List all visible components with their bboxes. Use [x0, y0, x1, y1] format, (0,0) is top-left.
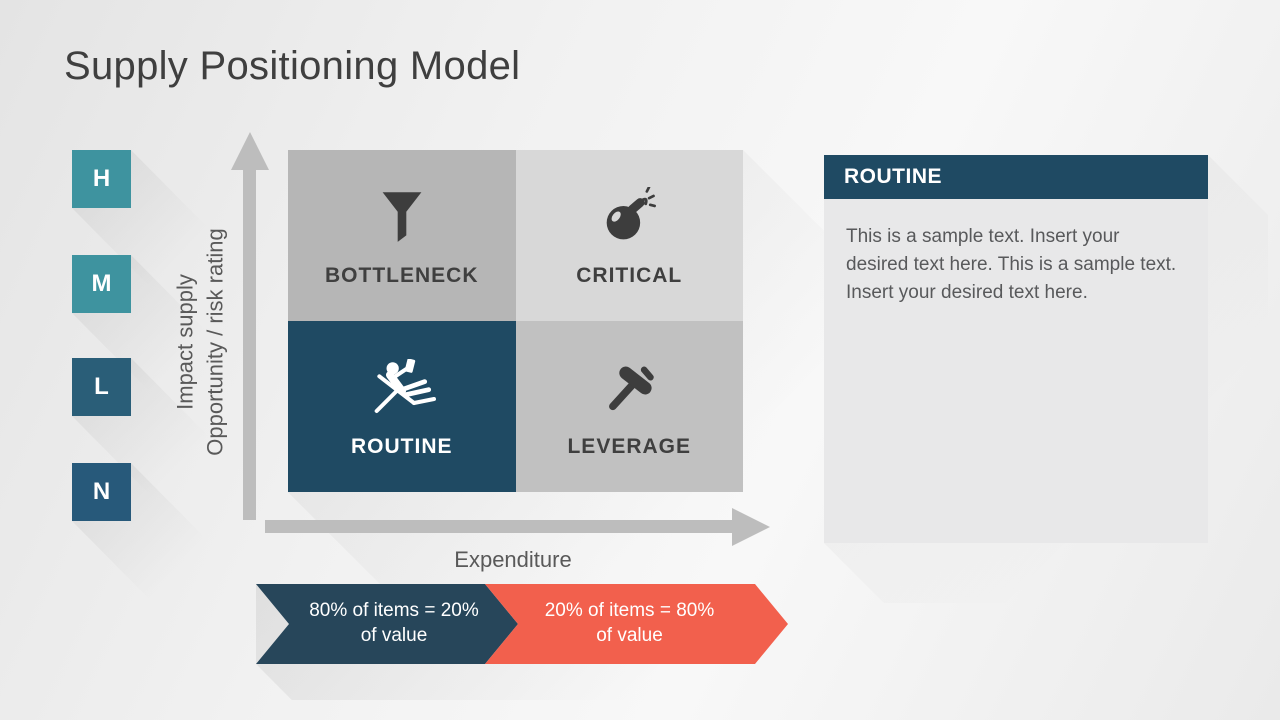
hammer-icon: [601, 351, 657, 423]
recliner-icon: [363, 351, 441, 423]
pareto-segment-80-20: 80% of items = 20% of value: [256, 584, 518, 664]
rating-label: N: [92, 478, 111, 505]
detail-panel-header: ROUTINE: [824, 155, 1208, 199]
pareto-segment-text: 80% of items = 20% of value: [309, 600, 479, 646]
pareto-segment-20-80: 20% of items = 80% of value: [485, 584, 788, 664]
quadrant-routine: ROUTINE: [288, 321, 516, 492]
x-axis-label: Expenditure: [454, 547, 572, 572]
bomb-icon: [600, 180, 658, 252]
quadrant-leverage: LEVERAGE: [515, 321, 743, 492]
rating-badge-high: H: [72, 150, 131, 208]
rating-badge-low: L: [72, 358, 131, 416]
y-axis-arrow: [243, 168, 256, 520]
x-axis-arrow: [265, 520, 732, 533]
x-axis-arrowhead-icon: [732, 508, 770, 546]
quadrant-bottleneck: BOTTLENECK: [288, 150, 516, 321]
funnel-icon: [376, 180, 428, 252]
quadrant-label: LEVERAGE: [567, 435, 692, 458]
quadrant-label: BOTTLENECK: [325, 264, 479, 287]
rating-badge-medium: M: [72, 255, 131, 313]
detail-panel-body: This is a sample text. Insert your desir…: [824, 199, 1208, 543]
quadrant-label: CRITICAL: [576, 264, 683, 287]
pareto-segment-text: 20% of items = 80% of value: [544, 600, 715, 646]
rating-badge-none: N: [72, 463, 131, 521]
quadrant-critical: CRITICAL: [515, 150, 743, 321]
rating-label: M: [91, 270, 112, 297]
rating-label: H: [92, 165, 111, 192]
page-title: Supply Positioning Model: [64, 44, 521, 88]
rating-label: L: [94, 373, 109, 400]
supply-positioning-matrix: BOTTLENECK CRITICAL: [288, 150, 743, 492]
y-axis-arrowhead-icon: [231, 132, 269, 170]
y-axis-label: Impact supply Opportunity / risk rating: [172, 228, 227, 456]
quadrant-label: ROUTINE: [351, 435, 453, 458]
